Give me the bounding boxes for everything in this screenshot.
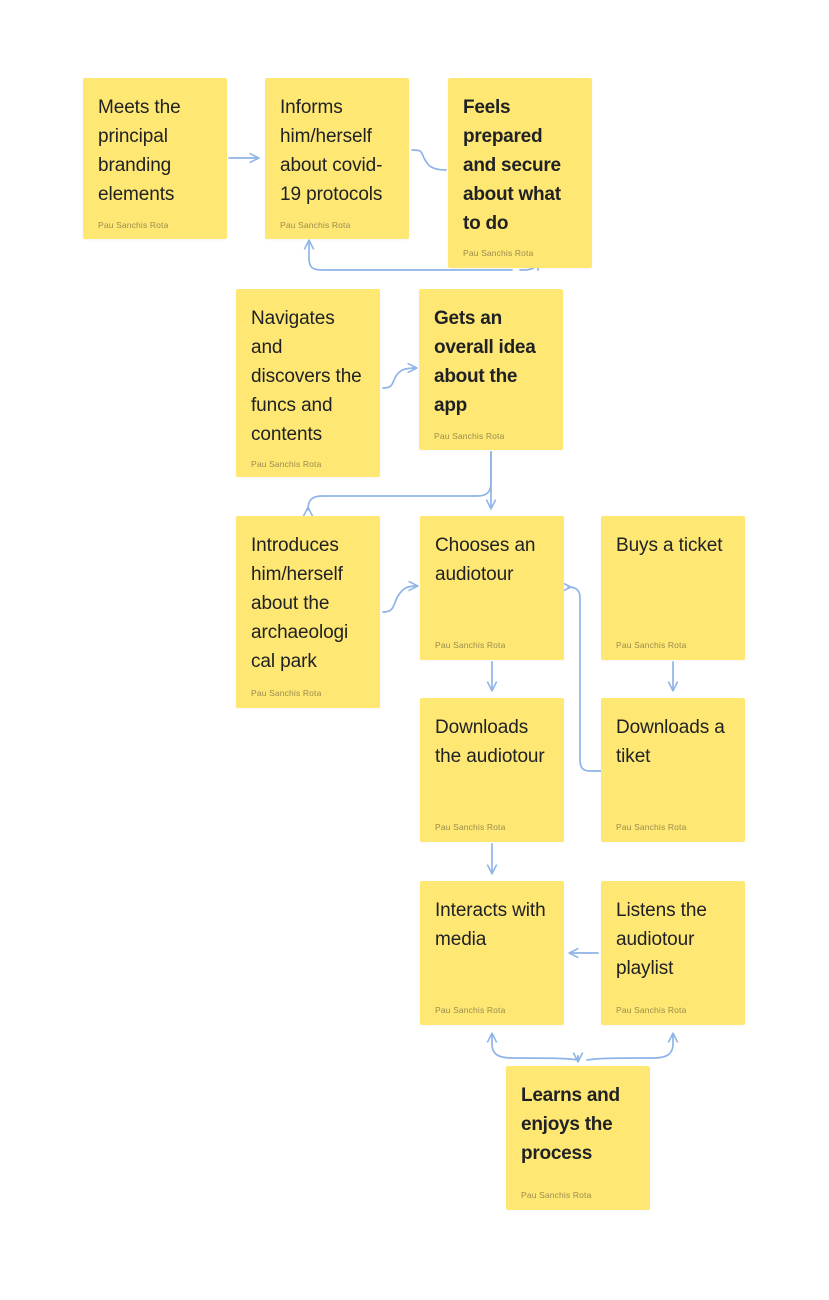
sticky-note-downloads-audiotour[interactable]: Downloads the audiotour Pau Sanchis Rota (420, 698, 564, 842)
connector-listens-to-learns (586, 1034, 673, 1061)
note-text: Chooses an audiotour (435, 535, 536, 585)
note-text: Gets an overall idea about the app (434, 308, 536, 416)
sticky-note-learns-enjoys[interactable]: Learns and enjoys the process Pau Sanchi… (506, 1066, 650, 1210)
connector-interacts-to-learns (492, 1034, 579, 1061)
note-author: Pau Sanchis Rota (435, 639, 506, 650)
sticky-note-downloads-tiket[interactable]: Downloads a tiket Pau Sanchis Rota (601, 698, 745, 842)
note-author: Pau Sanchis Rota (463, 248, 534, 259)
note-author: Pau Sanchis Rota (616, 1004, 687, 1015)
note-text: Learns and enjoys the process (521, 1085, 620, 1164)
sticky-note-navigates-discovers[interactable]: Navigates and discovers the funcs and co… (236, 289, 380, 477)
note-text: Listens the audiotour playlist (616, 900, 707, 979)
connector-informs-to-feels (411, 149, 447, 171)
sticky-note-gets-overall-idea[interactable]: Gets an overall idea about the app Pau S… (419, 289, 563, 450)
sticky-note-buys-ticket[interactable]: Buys a ticket Pau Sanchis Rota (601, 516, 745, 660)
note-text: Buys a ticket (616, 535, 723, 556)
note-author: Pau Sanchis Rota (434, 430, 505, 441)
note-author: Pau Sanchis Rota (435, 821, 506, 832)
note-author: Pau Sanchis Rota (251, 459, 322, 470)
sticky-note-informs-covid[interactable]: Informs him/herself about covid-19 proto… (265, 78, 409, 239)
note-author: Pau Sanchis Rota (251, 687, 322, 698)
note-text: Interacts with media (435, 900, 546, 950)
sticky-note-chooses-audiotour[interactable]: Chooses an audiotour Pau Sanchis Rota (420, 516, 564, 660)
sticky-note-interacts-media[interactable]: Interacts with media Pau Sanchis Rota (420, 881, 564, 1025)
note-text: Navigates and discovers the funcs and co… (251, 308, 362, 445)
note-text: Informs him/herself about covid-19 proto… (280, 97, 383, 205)
connector-navigates-to-gets (382, 368, 416, 389)
note-author: Pau Sanchis Rota (435, 1004, 506, 1015)
note-author: Pau Sanchis Rota (616, 821, 687, 832)
note-text: Downloads the audiotour (435, 717, 545, 767)
note-author: Pau Sanchis Rota (280, 219, 351, 230)
note-author: Pau Sanchis Rota (98, 219, 169, 230)
sticky-note-listens-playlist[interactable]: Listens the audiotour playlist Pau Sanch… (601, 881, 745, 1025)
note-text: Downloads a tiket (616, 717, 725, 767)
note-text: Feels prepared and secure about what to … (463, 97, 561, 234)
connector-introduces-to-chooses (382, 586, 417, 613)
note-author: Pau Sanchis Rota (521, 1189, 592, 1200)
sticky-note-introduces-park[interactable]: Introduces him/herself about the archaeo… (236, 516, 380, 708)
note-text: Meets the principal branding elements (98, 97, 181, 205)
sticky-note-feels-prepared[interactable]: Feels prepared and secure about what to … (448, 78, 592, 268)
note-author: Pau Sanchis Rota (616, 639, 687, 650)
sticky-note-meets-branding[interactable]: Meets the principal branding elements Pa… (83, 78, 227, 239)
note-text: Introduces him/herself about the archaeo… (251, 535, 349, 672)
